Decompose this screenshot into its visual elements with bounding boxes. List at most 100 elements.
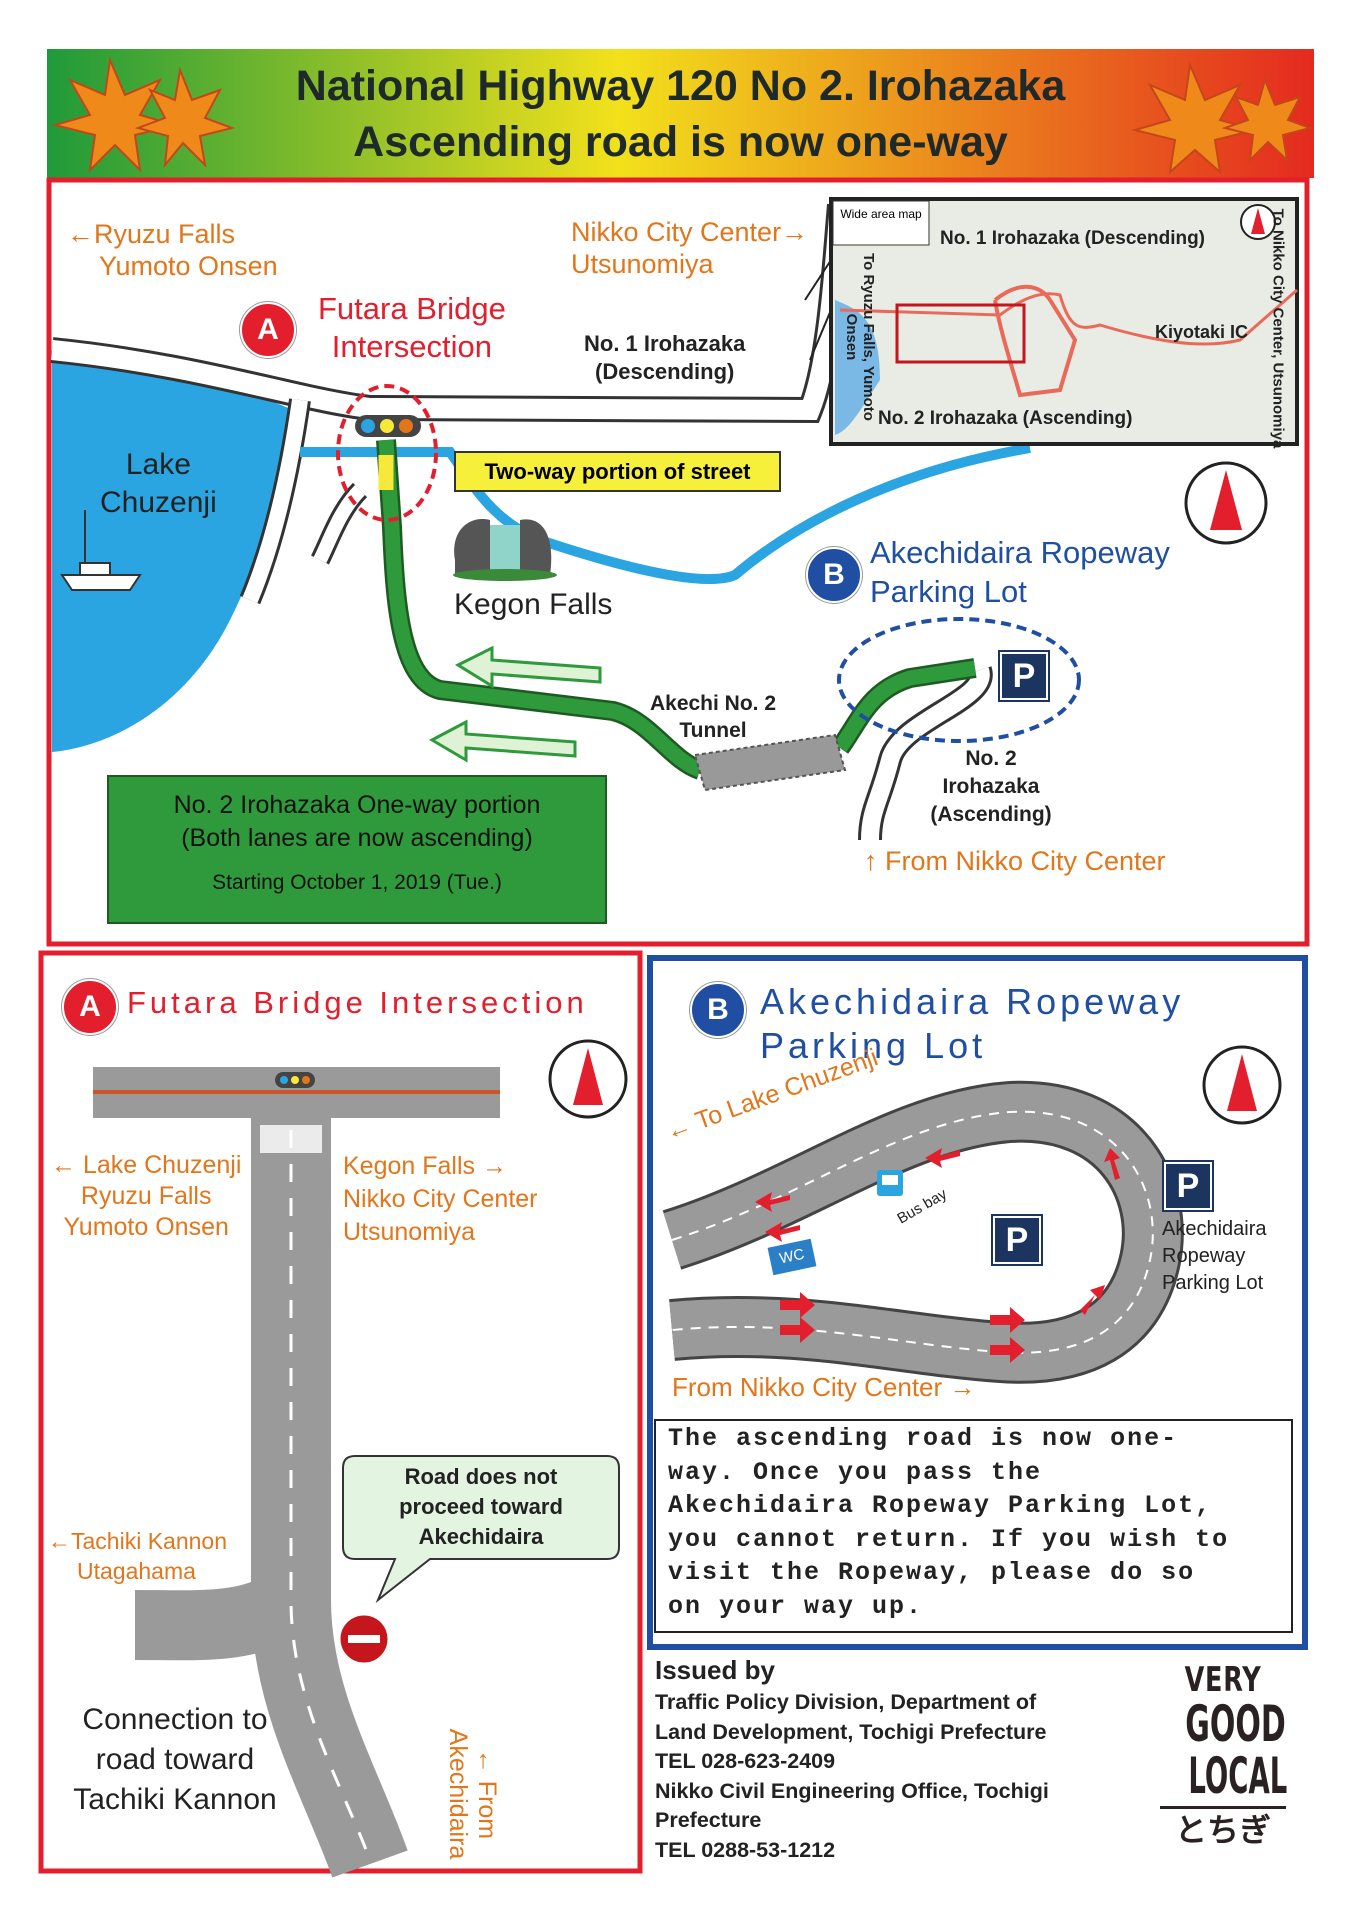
- label-line: Parking Lot: [760, 1025, 987, 1066]
- futara-bridge-label: Futara Bridge Intersection: [318, 290, 506, 366]
- maple-leaf-icon: [51, 56, 1314, 175]
- lake-chuzenji-label: Lake Chuzenji: [100, 446, 217, 522]
- label-line: ←Tachiki Kannon: [48, 1528, 227, 1554]
- notice-line: visit the Ropeway, please do so: [668, 1558, 1196, 1587]
- tachiki-label: ←Tachiki Kannon Utagahama: [48, 1526, 227, 1586]
- north-compass-icon: [1240, 204, 1276, 240]
- label-line: ← Lake Chuzenji: [51, 1151, 242, 1179]
- very-good-local-logo: VERY GOOD LOCAL とちぎ: [1160, 1660, 1287, 1851]
- north-compass-icon: [548, 1039, 628, 1119]
- issuer-line: Prefecture: [655, 1808, 762, 1832]
- from-nikko-label: From Nikko City Center →: [672, 1372, 976, 1402]
- tunnel: [693, 733, 847, 792]
- label-line: Akechi No. 2: [649, 692, 777, 715]
- header-banner: [47, 49, 1314, 178]
- issuer-line: Land Development, Tochigi Prefecture: [655, 1719, 1047, 1744]
- notice-line: No. 2 Irohazaka One-way portion: [173, 791, 541, 819]
- panel-b-title: Akechidaira Ropeway Parking Lot: [760, 980, 1184, 1068]
- label-line: Tunnel: [679, 719, 747, 742]
- label-line: Utagahama: [77, 1558, 196, 1584]
- label-line: Ryuzu Falls: [80, 1182, 212, 1210]
- label-line: Irohazaka: [942, 775, 1040, 798]
- from-nikko-label: ↑ From Nikko City Center: [864, 846, 1166, 876]
- label-line: proceed toward: [399, 1494, 563, 1519]
- kegon-falls-icon: [453, 519, 557, 581]
- wide-map-no1: No. 1 Irohazaka (Descending): [940, 228, 1206, 249]
- wide-map-left: To Ryuzu Falls, Yumoto Onsen: [843, 253, 877, 421]
- label-line: ←Ryuzu Falls: [67, 219, 236, 249]
- direction-arrows: [428, 645, 602, 763]
- one-way-notice-box: No. 2 Irohazaka One-way portion (Both la…: [107, 775, 607, 924]
- label-line: road toward: [95, 1743, 255, 1776]
- no2-one-way-road: [376, 439, 977, 780]
- two-way-label: Two-way portion of street: [454, 451, 781, 492]
- intersection-a-highlight: [336, 384, 438, 522]
- label-line: Ropeway: [1162, 1245, 1246, 1267]
- label-line: Futara Bridge: [318, 291, 506, 326]
- notice-line: (Both lanes are now ascending): [181, 824, 533, 852]
- label-line: Akechidaira: [1162, 1218, 1267, 1240]
- wide-map-label: Wide area map: [840, 207, 922, 221]
- label-line: (Descending): [595, 359, 735, 384]
- label-line: Nikko City Center: [343, 1185, 538, 1213]
- label-line: Akechidaira Ropeway: [760, 981, 1185, 1022]
- label-line: Yumoto Onsen: [99, 251, 278, 281]
- wide-map-right: To Nikko City Center, Utsunomiya: [1269, 208, 1287, 449]
- issued-by-heading: Issued by: [655, 1655, 775, 1685]
- connection-label: Connection to road toward Tachiki Kannon: [55, 1700, 295, 1820]
- label-line: Lake: [125, 448, 191, 481]
- label-line: Connection to: [82, 1703, 268, 1736]
- notice-line: Akechidaira Ropeway Parking Lot,: [668, 1491, 1213, 1520]
- no-entry-sign-icon: [337, 1612, 391, 1666]
- speech-bubble: [342, 1455, 620, 1604]
- header-title: National Highway 120 No 2. Irohazaka Asc…: [47, 58, 1314, 170]
- label-line: Kegon Falls →: [343, 1152, 507, 1180]
- tunnel-label: Akechi No. 2 Tunnel: [633, 690, 793, 744]
- label-line: Tachiki Kannon: [73, 1783, 277, 1816]
- no1-irohazaka-label: No. 1 Irohazaka (Descending): [584, 330, 745, 386]
- hairpin-road: [662, 1080, 1184, 1384]
- from-akechidaira-label: ← From Akechidaira: [444, 1728, 501, 1860]
- label-line: Chuzenji: [100, 486, 217, 519]
- parking-lot-label: Akechidaira Ropeway Parking Lot: [1162, 1216, 1267, 1297]
- marker-a: A: [62, 979, 118, 1035]
- marker-b: B: [806, 547, 862, 603]
- parking-sign-icon: P: [993, 1216, 1041, 1264]
- right-destination-label: Nikko City Center→ Utsunomiya: [571, 216, 808, 280]
- road-from-nikko: [858, 666, 993, 841]
- intersection-diagram: [93, 1067, 620, 1878]
- logo-line: GOOD: [1185, 1695, 1286, 1753]
- direction-arrows: [755, 1148, 1120, 1363]
- label-line: Utsunomiya: [343, 1218, 475, 1246]
- label-line: Utsunomiya: [571, 249, 714, 279]
- header-line-1: National Highway 120 No 2. Irohazaka: [295, 62, 1066, 110]
- wide-map-kiyotaki: Kiyotaki IC: [1155, 322, 1249, 342]
- start-date: Starting October 1, 2019 (Tue.): [212, 871, 502, 894]
- issuer-line: Nikko Civil Engineering Office, Tochigi: [655, 1778, 1049, 1803]
- label-line: (Ascending): [930, 803, 1052, 826]
- bus-stop-icon: [877, 1170, 903, 1196]
- boat-icon: [60, 510, 142, 591]
- akechidaira-label: Akechidaira Ropeway Parking Lot: [870, 533, 1170, 611]
- header-line-2: Ascending road is now one-way: [353, 118, 1008, 166]
- panel-a-title: Futara Bridge Intersection: [127, 985, 588, 1020]
- notice-line: you cannot return. If you wish to: [668, 1524, 1230, 1554]
- traffic-light-icon: [275, 1072, 315, 1088]
- label-line: Parking Lot: [1162, 1272, 1264, 1294]
- issuer-line: TEL 0288-53-1212: [655, 1837, 836, 1862]
- issuer-line: Traffic Policy Division, Department of: [655, 1690, 1037, 1714]
- parking-sign-icon: P: [1000, 652, 1048, 700]
- label-line: Yumoto Onsen: [63, 1213, 229, 1241]
- traffic-light-icon: [355, 415, 421, 437]
- issued-by-block: Issued by Traffic Policy Division, Depar…: [655, 1652, 1049, 1865]
- label-line: Intersection: [331, 329, 493, 364]
- notice-line: way. Once you pass the: [668, 1457, 1043, 1487]
- label-line: Akechidaira: [418, 1524, 544, 1549]
- north-compass-icon: [1184, 461, 1268, 545]
- parking-sign-icon: P: [1164, 1162, 1212, 1210]
- label-line: Parking Lot: [870, 574, 1027, 609]
- kegon-falls-label: Kegon Falls: [454, 588, 613, 621]
- river: [300, 443, 1031, 585]
- marker-b: B: [690, 982, 746, 1038]
- logo-line: VERY: [1184, 1660, 1262, 1700]
